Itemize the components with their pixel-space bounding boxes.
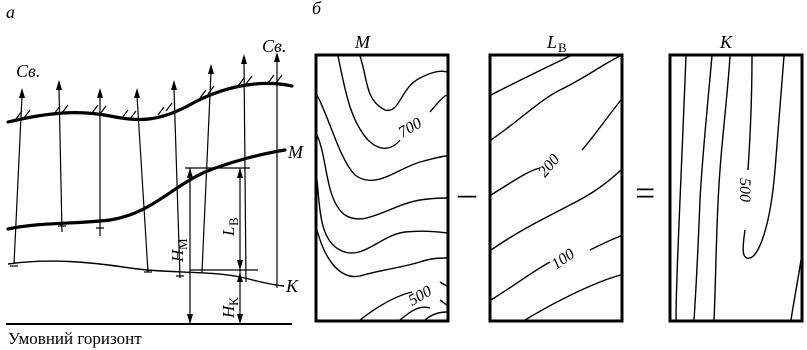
dimension-arrows — [187, 168, 243, 324]
minus-operator: – — [457, 173, 477, 213]
svg-text:Н: Н — [168, 248, 187, 263]
svg-text:К: К — [226, 297, 241, 306]
dim-HK-label: Н К — [219, 297, 241, 319]
ground-hatching — [15, 74, 283, 120]
surface-K-label: К — [285, 276, 299, 296]
map-M-frame — [314, 53, 450, 323]
svg-text:М: М — [175, 238, 190, 250]
map-LB-frame — [488, 53, 624, 323]
surface-K-line — [7, 260, 285, 287]
map-K-contour-label-500: 500 — [736, 178, 753, 202]
map-M-contour-label-700: 700 — [396, 115, 425, 142]
equals-operator: = — [635, 173, 655, 213]
well-cluster-label-right: Св. — [262, 36, 286, 56]
dimension-lines — [185, 167, 258, 324]
surface-M-line — [6, 148, 287, 231]
svg-text:Н: Н — [219, 304, 238, 319]
map-M-title: М — [354, 32, 371, 52]
well-cluster-label-left: Св. — [16, 61, 40, 81]
map-K-frame — [668, 53, 804, 323]
dim-LB-label: L В — [219, 217, 241, 237]
map-LB: 200 100 — [488, 53, 624, 323]
well-ticks — [10, 225, 184, 277]
map-LB-contour-label-200: 200 — [535, 151, 563, 180]
svg-text:L: L — [219, 227, 238, 237]
svg-text:В: В — [226, 217, 241, 226]
dim-HM-label: Н М — [168, 238, 190, 263]
datum-label: Умовний горизонт — [8, 329, 142, 348]
svg-text:В: В — [558, 40, 567, 55]
panel-a-letter: а — [6, 2, 15, 22]
svg-text:L: L — [546, 32, 557, 52]
well-lines — [13, 52, 280, 288]
surface-M-label: М — [287, 142, 304, 162]
map-LB-contour-label-100: 100 — [549, 246, 578, 274]
map-M: 700 500 — [314, 53, 450, 323]
panel-b-letter: б — [312, 0, 322, 18]
map-LB-title: L В — [546, 32, 567, 55]
map-K: 500 — [668, 53, 804, 323]
map-M-contour-label-500: 500 — [406, 283, 435, 310]
map-K-title: К — [719, 32, 733, 52]
ground-surface-line — [6, 81, 294, 124]
